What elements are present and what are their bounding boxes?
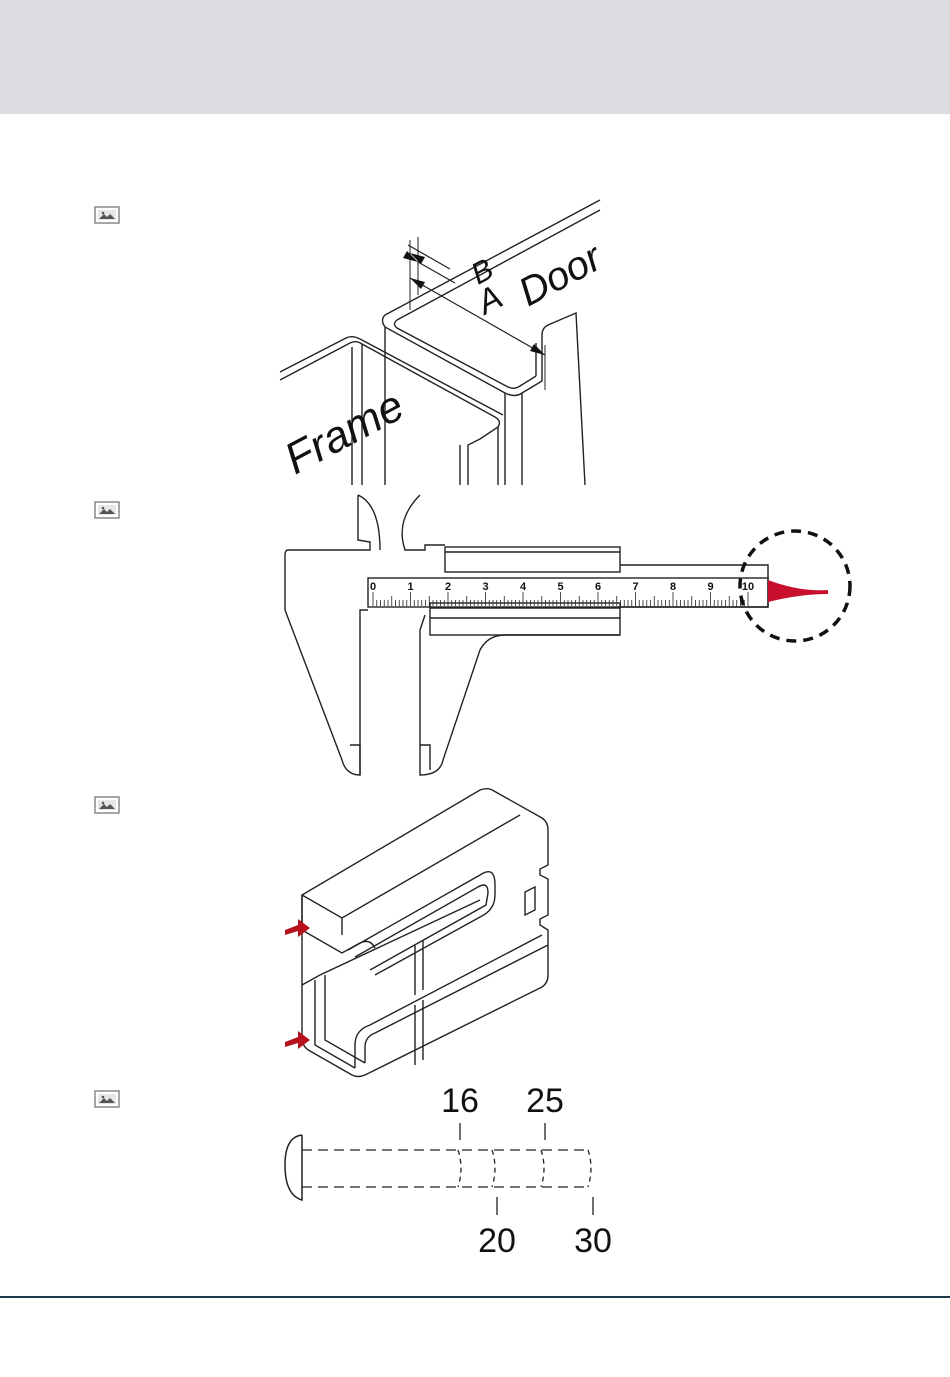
length-30: 30 bbox=[574, 1222, 612, 1260]
header-band bbox=[0, 0, 950, 114]
screw-head bbox=[285, 1135, 302, 1200]
scale-number: 10 bbox=[742, 581, 754, 593]
highlight-circle bbox=[740, 531, 850, 641]
caliper-scale-numbers: 0 1 2 3 4 5 6 7 8 9 10 bbox=[370, 581, 754, 593]
door-frame-figure: A B Door Frame bbox=[280, 195, 620, 485]
length-20: 20 bbox=[478, 1222, 516, 1260]
label-frame: Frame bbox=[277, 381, 412, 484]
screw-figure: 16 25 20 30 bbox=[280, 1085, 620, 1260]
caliper-figure: 0 1 2 3 4 5 6 7 8 9 10 bbox=[280, 490, 860, 785]
image-icon bbox=[94, 500, 120, 520]
scale-number: 1 bbox=[407, 581, 413, 593]
arrow-lower bbox=[285, 1031, 310, 1049]
scale-number: 7 bbox=[632, 581, 638, 593]
scale-number: 4 bbox=[520, 581, 527, 593]
label-door: Door bbox=[512, 235, 611, 315]
scale-number: 9 bbox=[707, 581, 713, 593]
scale-number: 2 bbox=[445, 581, 451, 593]
depth-rod-highlight bbox=[768, 580, 828, 602]
footer-rule bbox=[0, 1296, 950, 1298]
caliper-scale-ticks bbox=[373, 592, 748, 606]
scale-number: 3 bbox=[482, 581, 488, 593]
length-16: 16 bbox=[441, 1082, 479, 1120]
scale-number: 0 bbox=[370, 581, 376, 593]
arrow-upper bbox=[285, 919, 310, 937]
image-icon bbox=[94, 1089, 120, 1109]
scale-number: 5 bbox=[557, 581, 563, 593]
image-icon bbox=[94, 795, 120, 815]
length-25: 25 bbox=[526, 1082, 564, 1120]
gauge-block-figure bbox=[280, 785, 550, 1080]
image-icon bbox=[94, 205, 120, 225]
scale-number: 6 bbox=[595, 581, 601, 593]
scale-number: 8 bbox=[670, 581, 676, 593]
